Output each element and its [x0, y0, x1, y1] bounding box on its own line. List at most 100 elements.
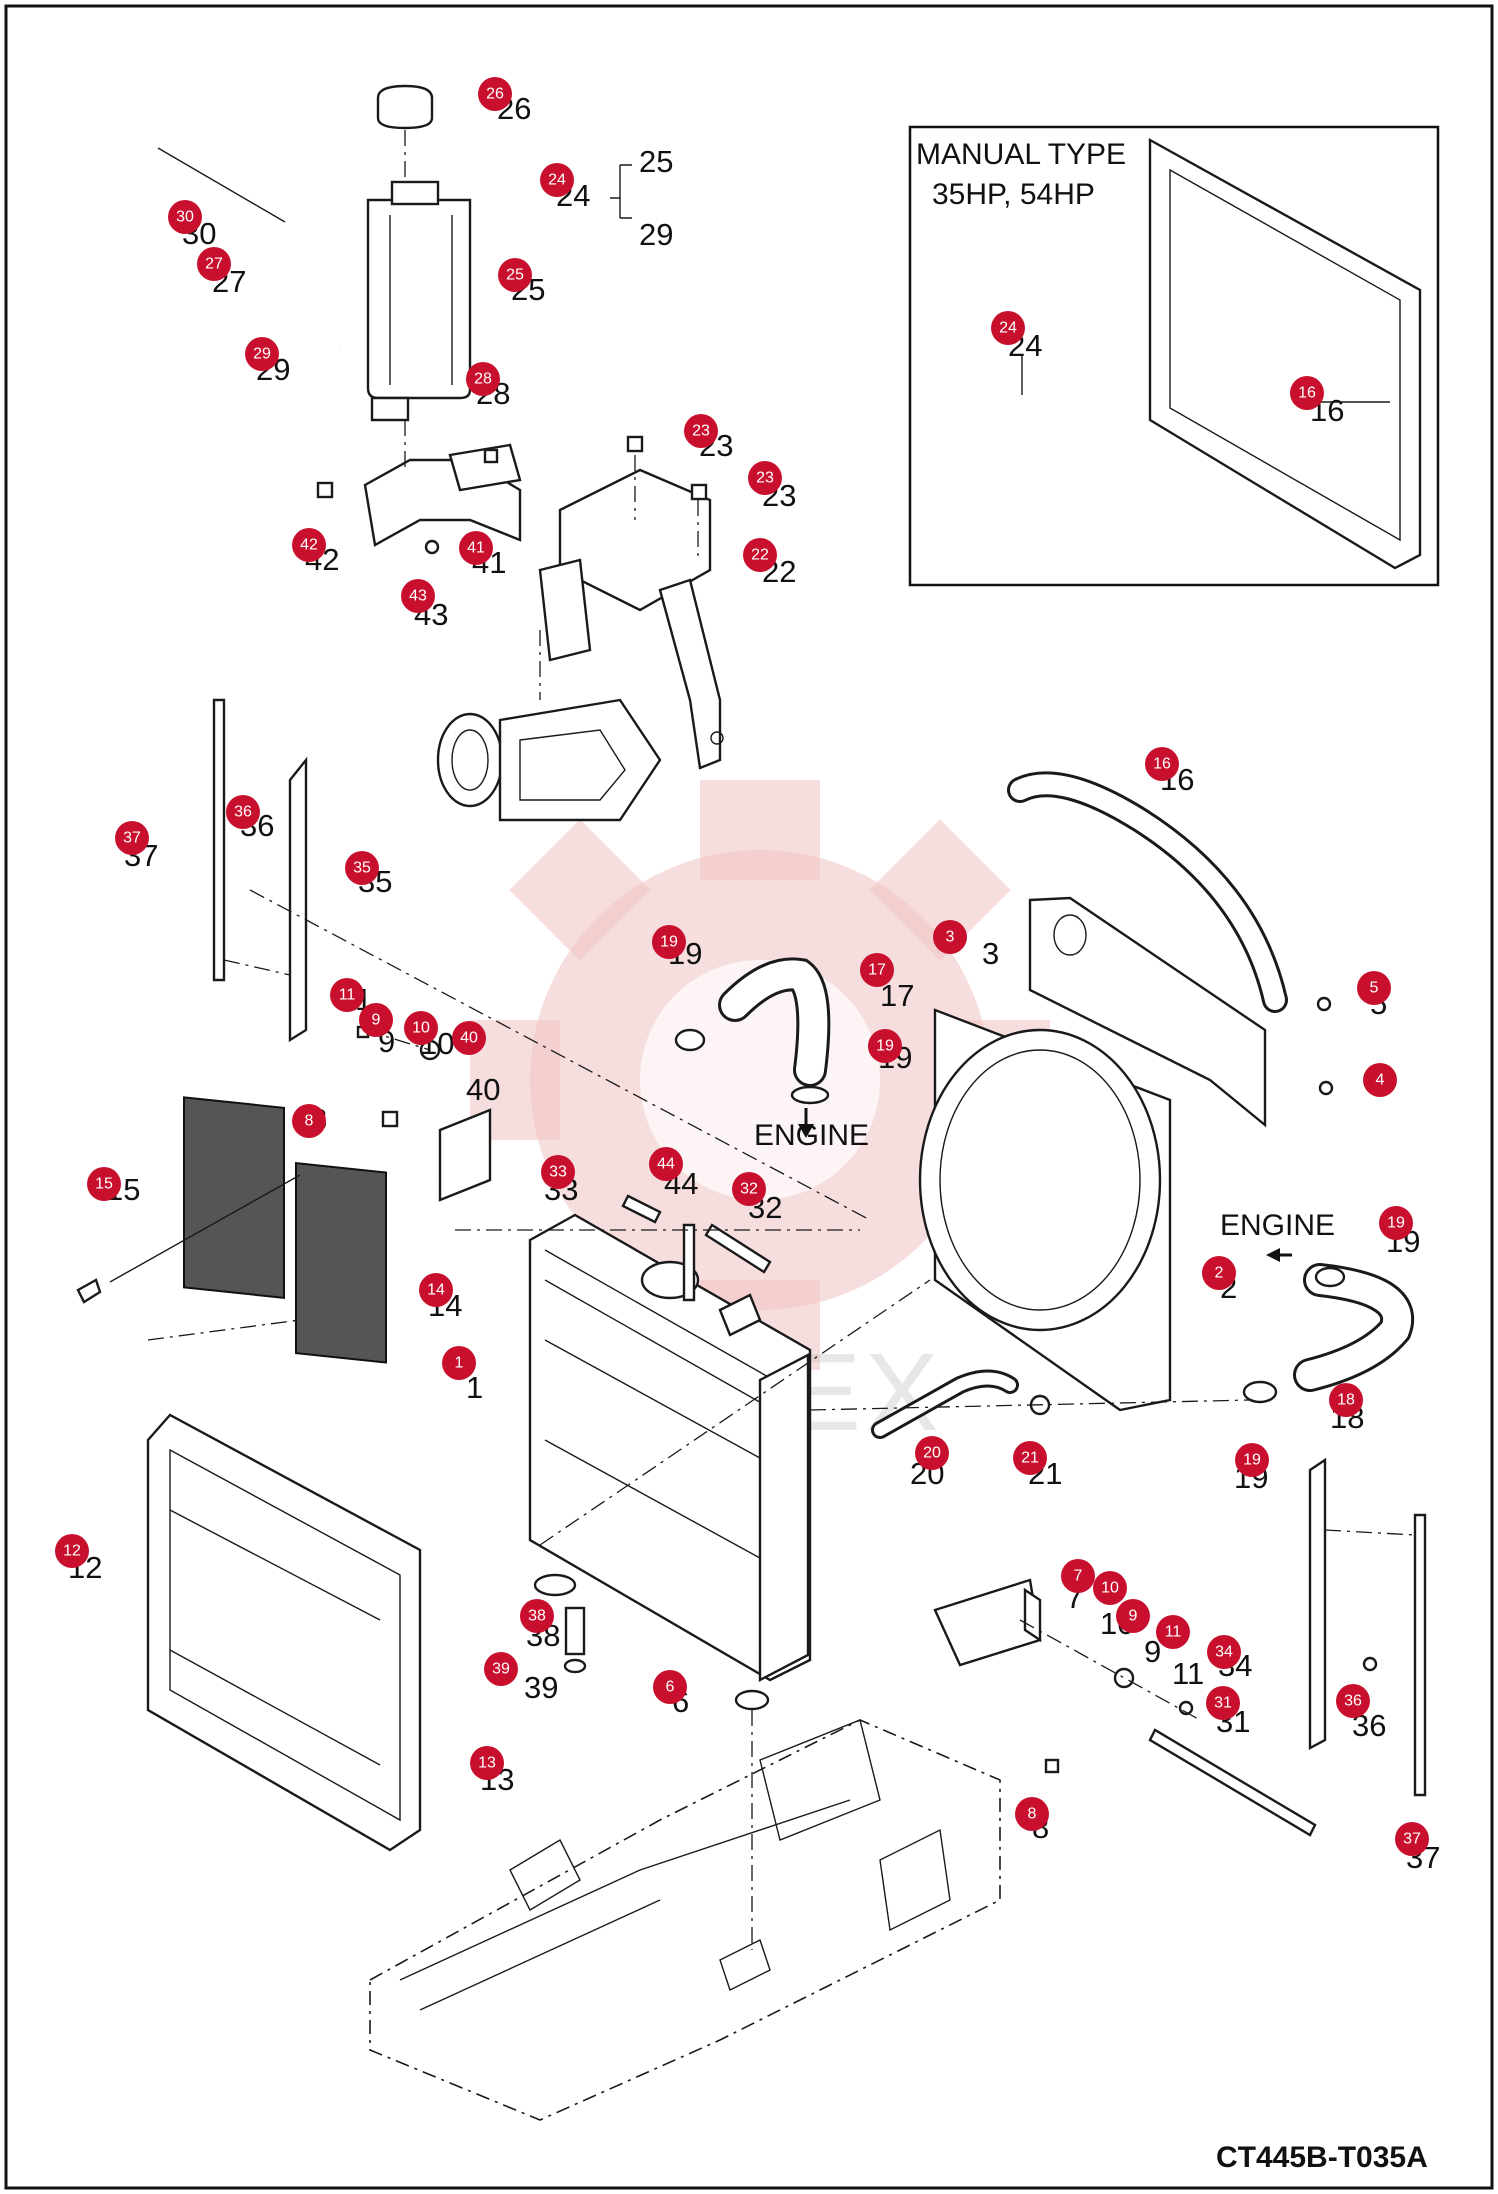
callout-21[interactable]: 21 — [1013, 1441, 1047, 1475]
svg-text:22: 22 — [751, 547, 769, 564]
svg-text:43: 43 — [409, 588, 427, 605]
callout-2[interactable]: 2 — [1202, 1256, 1236, 1290]
inset-title-line2: 35HP, 54HP — [932, 178, 1095, 211]
right-mount-bracket — [933, 1578, 1201, 1774]
callout-18[interactable]: 18 — [1329, 1383, 1363, 1417]
callout-34[interactable]: 34 — [1207, 1635, 1241, 1669]
svg-text:26: 26 — [486, 86, 504, 103]
group-24-bracket: 25 29 — [610, 144, 673, 252]
callout-36a[interactable]: 36 — [226, 795, 260, 829]
svg-text:8: 8 — [1028, 1806, 1037, 1823]
callout-10b[interactable]: 10 — [1093, 1571, 1127, 1605]
svg-text:24: 24 — [548, 172, 566, 189]
callout-25[interactable]: 25 — [498, 258, 532, 292]
callout-26[interactable]: 26 — [478, 77, 512, 111]
callout-14[interactable]: 14 — [419, 1273, 453, 1307]
callout-32[interactable]: 32 — [732, 1172, 766, 1206]
callout-19c[interactable]: 19 — [1379, 1206, 1413, 1240]
callout-3[interactable]: 3 — [933, 920, 967, 954]
svg-text:32: 32 — [740, 1181, 758, 1198]
callout-30[interactable]: 30 — [168, 200, 202, 234]
callout-9b[interactable]: 9 — [1116, 1599, 1150, 1633]
callout-40[interactable]: 40 — [452, 1021, 486, 1055]
group-24-bottom: 29 — [639, 217, 673, 252]
svg-text:1: 1 — [466, 1370, 483, 1405]
svg-text:13: 13 — [478, 1755, 496, 1772]
callout-44[interactable]: 44 — [649, 1147, 683, 1181]
callout-12[interactable]: 12 — [55, 1534, 89, 1568]
svg-text:28: 28 — [474, 371, 492, 388]
svg-text:9: 9 — [372, 1012, 381, 1029]
callout-37a[interactable]: 37 — [115, 821, 149, 855]
callout-5[interactable]: 5 — [1357, 971, 1391, 1005]
callout-15[interactable]: 15 — [87, 1167, 121, 1201]
callout-43[interactable]: 43 — [401, 579, 435, 613]
callout-19b[interactable]: 19 — [868, 1029, 902, 1063]
callout-23b[interactable]: 23 — [748, 461, 782, 495]
inset-shroud-frame — [1148, 137, 1422, 570]
svg-text:3: 3 — [982, 936, 999, 971]
callout-23a[interactable]: 23 — [684, 414, 718, 448]
callout-41[interactable]: 41 — [459, 531, 493, 565]
svg-text:8: 8 — [305, 1113, 314, 1130]
callout-42[interactable]: 42 — [292, 528, 326, 562]
callout-19a[interactable]: 19 — [652, 925, 686, 959]
callout-9a[interactable]: 9 — [359, 1003, 393, 1037]
callout-7[interactable]: 7 — [1061, 1559, 1095, 1593]
chassis-frame — [369, 1719, 1001, 2121]
callout-8b[interactable]: 8 — [1015, 1797, 1049, 1831]
svg-text:31: 31 — [1214, 1695, 1232, 1712]
callout-29[interactable]: 29 — [245, 337, 279, 371]
svg-text:27: 27 — [205, 256, 223, 273]
fan-shroud — [918, 1008, 1172, 1412]
callout-16[interactable]: 16 — [1145, 747, 1179, 781]
svg-text:3: 3 — [946, 929, 955, 946]
svg-text:36: 36 — [1344, 1693, 1362, 1710]
svg-text:1: 1 — [455, 1355, 464, 1372]
callout-20[interactable]: 20 — [915, 1436, 949, 1470]
svg-text:16: 16 — [1153, 756, 1171, 773]
callout-31[interactable]: 31 — [1206, 1686, 1240, 1720]
mounting-bracket — [538, 468, 724, 770]
callout-33[interactable]: 33 — [541, 1155, 575, 1189]
callout-10a[interactable]: 10 — [404, 1011, 438, 1045]
svg-text:25: 25 — [506, 267, 524, 284]
group-24-top: 25 — [639, 144, 673, 179]
callout-8a[interactable]: 8 — [292, 1104, 326, 1138]
callout-22[interactable]: 22 — [743, 538, 777, 572]
bolts — [316, 435, 708, 560]
left-shroud-seals — [212, 698, 871, 1221]
callout-1[interactable]: 1 — [442, 1346, 476, 1380]
callout-39[interactable]: 39 — [484, 1652, 518, 1686]
upper-hose: ENGINE — [674, 957, 869, 1152]
callout-37b[interactable]: 37 — [1395, 1822, 1429, 1856]
shroud-plate — [1028, 896, 1267, 1128]
callout-24[interactable]: 24 — [540, 163, 574, 197]
svg-text:40: 40 — [466, 1072, 500, 1107]
callout-4[interactable]: 4 — [1363, 1063, 1397, 1097]
svg-text:41: 41 — [467, 540, 485, 557]
callout-13[interactable]: 13 — [470, 1746, 504, 1780]
callout-16-inset[interactable]: 16 — [1290, 376, 1324, 410]
callout-27[interactable]: 27 — [197, 247, 231, 281]
callout-19d[interactable]: 19 — [1235, 1443, 1269, 1477]
callout-36b[interactable]: 36 — [1336, 1684, 1370, 1718]
callout-28[interactable]: 28 — [466, 362, 500, 396]
callout-38[interactable]: 38 — [520, 1599, 554, 1633]
callout-11a[interactable]: 11 — [330, 978, 364, 1012]
callout-17[interactable]: 17 — [860, 953, 894, 987]
svg-text:9: 9 — [1129, 1608, 1138, 1625]
cable-tie — [157, 147, 286, 223]
callout-6[interactable]: 6 — [653, 1670, 687, 1704]
svg-text:38: 38 — [528, 1608, 546, 1625]
drawing-border — [4, 4, 1494, 2190]
right-shroud-seals — [1148, 1457, 1427, 1837]
svg-text:14: 14 — [427, 1282, 445, 1299]
callout-24-inset[interactable]: 24 — [991, 311, 1025, 345]
radiator-mounts — [563, 1606, 770, 1950]
callout-35[interactable]: 35 — [345, 851, 379, 885]
svg-text:39: 39 — [492, 1661, 510, 1678]
callout-11b[interactable]: 11 — [1156, 1615, 1190, 1649]
